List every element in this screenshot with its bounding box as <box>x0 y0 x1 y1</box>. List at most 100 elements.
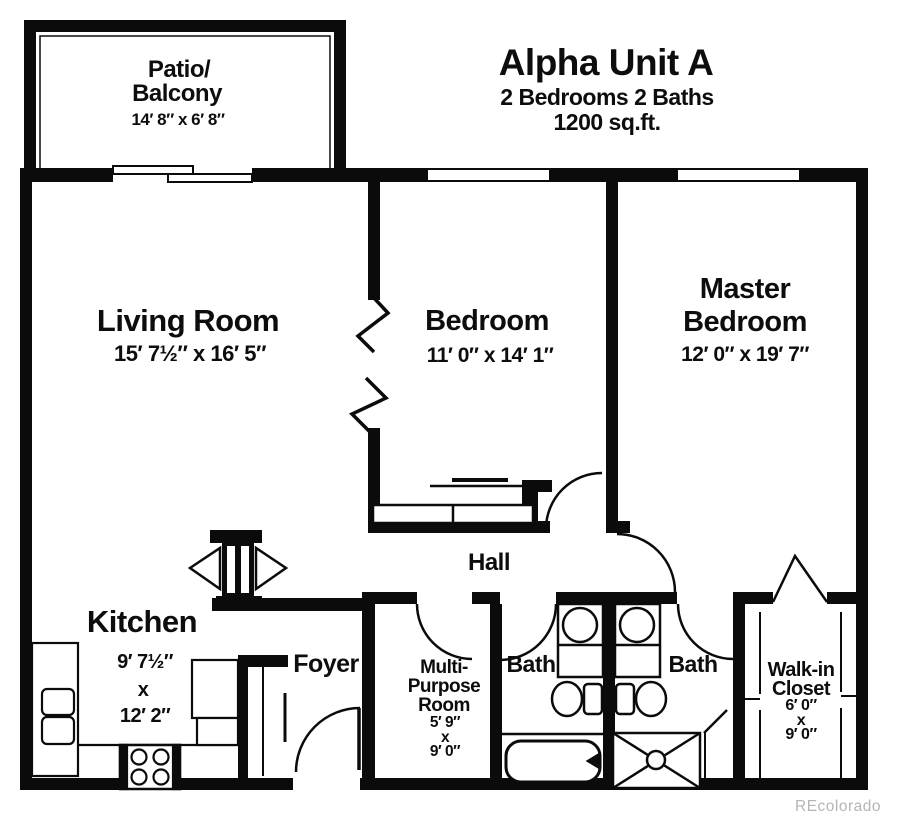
room-label-master2: Bedroom <box>683 306 807 338</box>
wall-segment <box>606 521 630 533</box>
room-label-foyer: Foyer <box>293 650 359 678</box>
fireplace-icon <box>187 530 289 608</box>
bedroom-closet <box>371 478 535 525</box>
bedroom-window <box>426 168 551 182</box>
entry-door-arc <box>294 706 361 773</box>
kitchen-sink-icon <box>40 687 76 717</box>
wall-segment <box>334 20 346 170</box>
room-label-walkin: Walk-in <box>764 660 838 680</box>
fireplace-slot <box>241 546 249 593</box>
room-label-living: Living Room <box>96 303 280 338</box>
wall-segment <box>362 592 375 790</box>
multipurpose-door-arc <box>415 603 473 661</box>
room-label-kitchen: Kitchen <box>86 604 198 639</box>
room-dims-living: 15′ 7½″ x 16′ 5″ <box>113 341 267 366</box>
stove-burner-icon <box>130 748 148 766</box>
master-window <box>676 168 801 182</box>
wall-segment <box>856 168 868 790</box>
sink-basin-icon <box>618 606 656 644</box>
fireplace-wing <box>254 545 289 592</box>
wall-segment <box>362 592 417 604</box>
bathtub-icon <box>504 739 602 784</box>
plan-subtitle: 2 Bedrooms 2 Baths <box>500 84 714 110</box>
watermark-text: REcolorado <box>795 798 881 815</box>
room-dims-bedroom: 11′ 0″ x 14′ 1″ <box>426 344 554 367</box>
room-dims-multipurpose2: 9′ 0″ <box>429 743 461 760</box>
plan-sqft: 1200 sq.ft. <box>553 109 662 135</box>
fireplace-body <box>222 541 254 598</box>
room-label-multipurpose3: Room <box>418 695 470 716</box>
fireplace-bottom-bar <box>216 596 262 608</box>
wall-segment <box>472 592 500 604</box>
room-label-bath2: Bath <box>668 651 718 677</box>
room-dims-multipurpose: 5′ 9″ <box>429 714 461 731</box>
room-label-bedroom: Bedroom <box>425 305 549 337</box>
wall-segment <box>20 168 32 790</box>
fireplace-top-bar <box>210 530 262 543</box>
patio-inner-line <box>39 35 331 168</box>
wall-segment <box>490 604 502 790</box>
shower-door-line <box>703 709 728 734</box>
wall-segment <box>606 182 618 523</box>
stove-burner-icon <box>152 768 170 786</box>
wall-segment <box>550 168 677 182</box>
room-dims-kitchen2: 12′ 2″ <box>119 705 171 727</box>
wall-segment <box>733 604 745 790</box>
room-dims-multipurpose-x: x <box>440 729 450 746</box>
toilet-tank-icon <box>582 682 604 716</box>
room-dims-walkin-x: x <box>793 713 809 729</box>
room-dims-kitchen: 9′ 7½″ <box>117 651 173 673</box>
wall-segment <box>238 655 288 667</box>
wall-segment <box>827 592 868 604</box>
room-dims-master: 12′ 0″ x 19′ 7″ <box>681 343 809 366</box>
room-label-patio2: Balcony <box>132 80 222 107</box>
windows <box>112 165 801 183</box>
kitchen-counter <box>30 641 80 778</box>
kitchen-peninsula <box>190 658 240 720</box>
toilet-tank-icon <box>614 682 636 716</box>
wall-segment <box>24 20 346 32</box>
bath-fixtures <box>502 602 728 790</box>
wall-segment <box>252 168 427 182</box>
door-arcs <box>294 471 829 773</box>
room-label-walkin2: Closet <box>768 679 834 699</box>
shower-drain-icon <box>645 749 667 771</box>
sliding-door-panel <box>167 173 253 183</box>
plan-title: Alpha Unit A <box>498 42 714 83</box>
sliding-door-panel <box>112 165 194 175</box>
room-label-patio: Patio/ <box>147 56 211 83</box>
bedroom-door-arc <box>544 471 603 530</box>
tub-faucet-icon <box>585 752 600 770</box>
room-label-multipurpose: Multi- <box>420 657 468 678</box>
sink-basin-icon <box>561 606 599 644</box>
wall-break-zigzag <box>349 376 389 434</box>
room-dims-patio: 14′ 8″ x 6′ 8″ <box>131 110 225 129</box>
fireplace-slot <box>227 546 235 593</box>
room-label-hall: Hall <box>467 549 511 576</box>
room-dims-kitchen-x: x <box>137 679 149 701</box>
stove-icon <box>118 743 182 791</box>
toilet-bowl-icon <box>634 680 668 718</box>
wall-segment <box>733 592 773 604</box>
wall-segment <box>238 655 248 790</box>
room-dims-walkin: 6′ 0″ <box>782 698 820 714</box>
walkin-closet-rods <box>745 612 856 780</box>
room-dims-walkin2: 9′ 0″ <box>782 727 820 743</box>
stove-edge <box>171 743 182 791</box>
fireplace-wing <box>187 545 222 592</box>
wall-segment <box>24 20 36 170</box>
walkin-double-doors <box>771 553 829 603</box>
kitchen-fixtures <box>30 641 287 791</box>
toilet-bowl-icon <box>550 680 584 718</box>
wall-segment <box>20 168 113 182</box>
kitchen-sink-icon <box>40 715 76 746</box>
stove-edge <box>118 743 129 791</box>
wall-segment <box>800 168 868 182</box>
room-label-multipurpose2: Purpose <box>407 676 481 697</box>
patio-walls <box>24 20 346 170</box>
wall-break-zigzag <box>355 296 391 354</box>
room-label-bath1: Bath <box>506 651 556 677</box>
stove-burner-icon <box>152 748 170 766</box>
